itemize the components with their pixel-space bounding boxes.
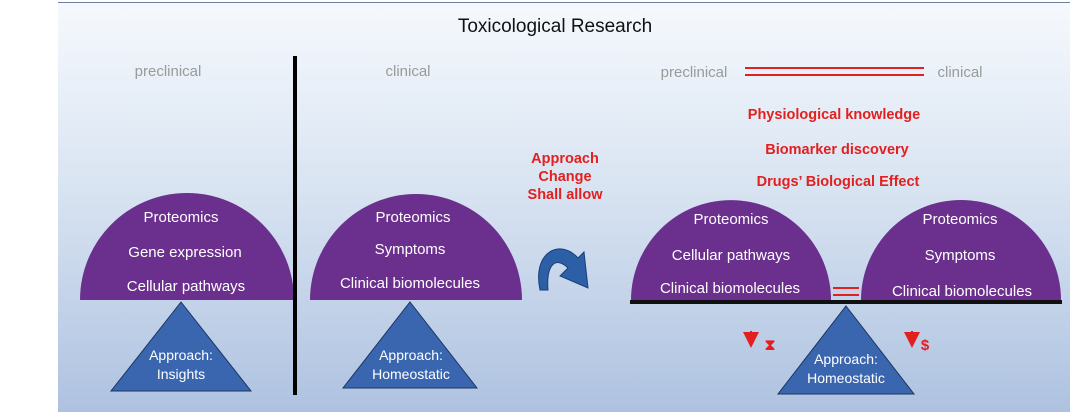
right-dome-right-item: Clinical biomolecules <box>892 283 1032 300</box>
middle-dome-item: Symptoms <box>375 241 446 258</box>
right-approach-label: Approach: <box>814 351 878 367</box>
benefit-item: Drugs’ Biological Effect <box>757 174 920 190</box>
right-dome-left-item: Cellular pathways <box>672 247 790 264</box>
left-dome-item: Gene expression <box>128 244 241 261</box>
reduced-cost-indicator: $ <box>904 331 930 354</box>
curved-arrow-icon <box>538 248 589 291</box>
right-approach-value: Homeostatic <box>807 370 885 386</box>
right-dome-left <box>631 200 831 300</box>
left-approach-label: Approach: <box>149 347 213 363</box>
middle-approach-label: Approach: <box>379 347 443 363</box>
left-dome-item: Proteomics <box>143 209 218 226</box>
hourglass-icon: ⧗ <box>765 337 776 354</box>
right-dome-right-item: Proteomics <box>922 211 997 228</box>
right-phase-label-preclinical: preclinical <box>661 64 728 81</box>
middle-approach-value: Homeostatic <box>372 366 450 382</box>
right-phase-label-clinical: clinical <box>937 64 982 81</box>
small-equals-icon <box>833 287 859 296</box>
right-approach-triangle <box>776 305 916 395</box>
equals-icon <box>745 67 924 76</box>
right-dome-left-item: Clinical biomolecules <box>660 280 800 297</box>
left-panel: preclinical Proteomics Gene expression C… <box>80 63 294 392</box>
middle-approach-triangle <box>341 301 479 389</box>
benefit-item: Physiological knowledge <box>748 107 920 123</box>
reduced-time-indicator: ⧗ <box>743 331 776 354</box>
left-approach-triangle <box>109 301 253 392</box>
left-phase-label: preclinical <box>135 63 202 80</box>
right-dome-right <box>861 200 1061 300</box>
right-dome-left-item: Proteomics <box>693 211 768 228</box>
benefit-item: Biomarker discovery <box>765 142 908 158</box>
right-dome-right-item: Symptoms <box>925 247 996 264</box>
right-panel: preclinical clinical Physiological knowl… <box>630 64 1062 395</box>
middle-panel: clinical Proteomics Symptoms Clinical bi… <box>310 63 522 389</box>
middle-dome-item: Proteomics <box>375 209 450 226</box>
middle-dome <box>310 194 522 300</box>
dollar-icon: $ <box>921 337 930 354</box>
left-approach-value: Insights <box>157 366 205 382</box>
middle-phase-label: clinical <box>385 63 430 80</box>
transition-line: Change <box>538 169 591 185</box>
panel-divider <box>293 56 297 395</box>
left-dome <box>80 193 294 300</box>
transition-block: Approach Change Shall allow <box>528 151 604 291</box>
middle-dome-item: Clinical biomolecules <box>340 275 480 292</box>
left-dome-item: Cellular pathways <box>127 278 245 295</box>
balance-beam <box>630 300 1062 304</box>
transition-line: Approach <box>531 151 599 167</box>
transition-line: Shall allow <box>528 187 604 203</box>
diagram-title: Toxicological Research <box>458 16 652 37</box>
